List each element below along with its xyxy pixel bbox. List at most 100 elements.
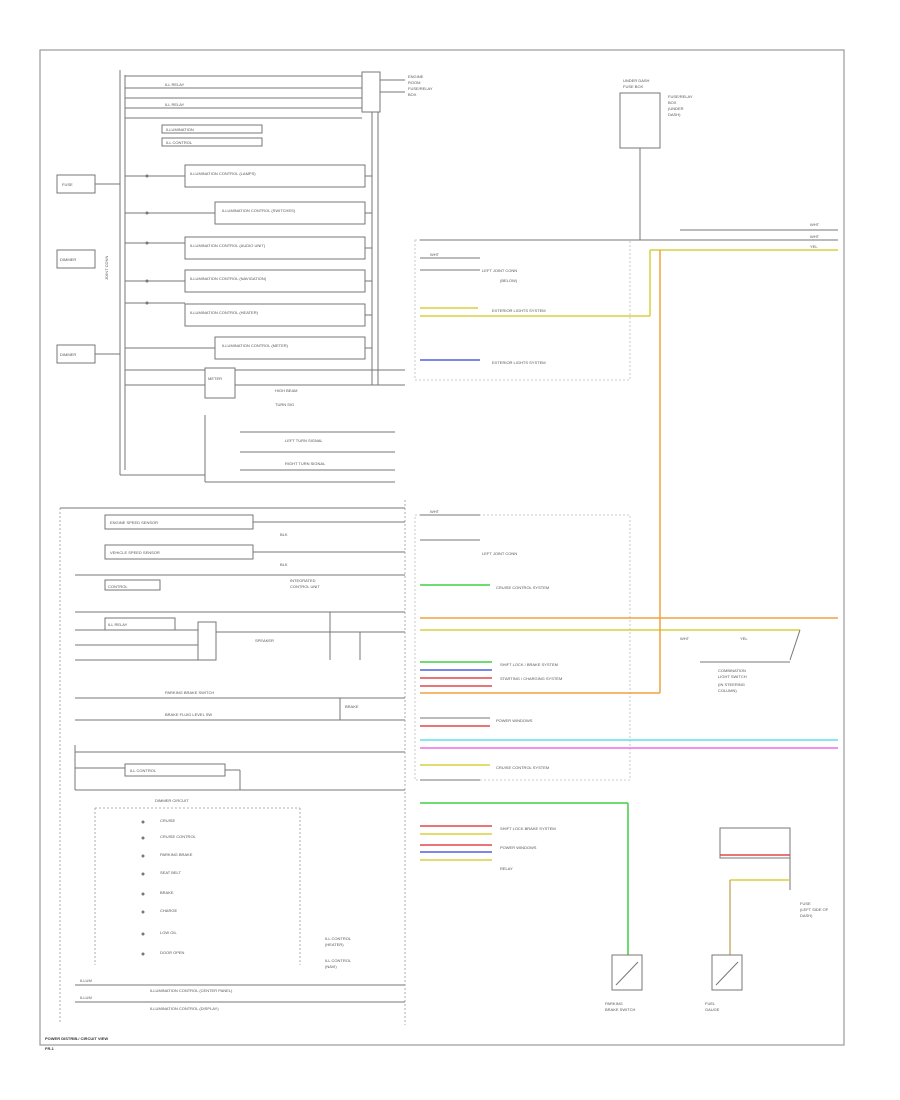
svg-text:FUEL: FUEL: [705, 1001, 716, 1006]
svg-text:LIGHT SWITCH: LIGHT SWITCH: [718, 674, 747, 679]
svg-text:WHT: WHT: [810, 234, 820, 239]
system-label-1: EXTERIOR LIGHTS SYSTEM: [492, 308, 546, 313]
system-label-3: CRUISE CONTROL SYSTEM: [496, 585, 549, 590]
svg-text:CHARGE: CHARGE: [160, 908, 177, 913]
svg-text:(BELOW): (BELOW): [500, 278, 518, 283]
module-label-5: ILLUMINATION CONTROL (HEATER): [190, 310, 259, 315]
svg-text:(NAVI): (NAVI): [325, 964, 337, 969]
system-label-9: POWER WINDOWS: [500, 845, 537, 850]
svg-text:BOX: BOX: [668, 100, 677, 105]
center-connector-upper: WHT LEFT JOINT CONN (BELOW) EXTERIOR LIG…: [414, 239, 650, 381]
svg-text:GAUGE: GAUGE: [705, 1007, 720, 1012]
svg-text:PARKING: PARKING: [605, 1001, 623, 1006]
system-label-5: STARTING / CHARGING SYSTEM: [500, 676, 562, 681]
module-label-2: ILLUMINATION CONTROL (SWITCHES): [222, 208, 296, 213]
diagram-border: [39, 49, 845, 1046]
svg-text:DIMMER: DIMMER: [60, 352, 76, 357]
svg-text:LEFT JOINT CONN: LEFT JOINT CONN: [482, 551, 517, 556]
upper-left-circuits: ENGINE ROOM FUSE/RELAY BOX ILL RELAY ILL…: [56, 70, 433, 483]
svg-text:BRAKE SWITCH: BRAKE SWITCH: [605, 1007, 636, 1012]
svg-text:ILLUMINATION CONTROL (CENTER P: ILLUMINATION CONTROL (CENTER PANEL): [150, 988, 233, 993]
svg-text:FUSE: FUSE: [62, 182, 73, 187]
svg-text:DASH): DASH): [800, 913, 813, 918]
center-connector-lower: WHT LEFT JOINT CONN CRUISE CONTROL SYSTE…: [414, 250, 838, 955]
svg-text:FUSE BOX: FUSE BOX: [623, 84, 644, 89]
svg-text:HIGH BEAM: HIGH BEAM: [275, 388, 297, 393]
svg-text:ILLUMINATION CONTROL (DISPLAY): ILLUMINATION CONTROL (DISPLAY): [150, 1006, 219, 1011]
svg-text:ILL CONTROL: ILL CONTROL: [166, 140, 193, 145]
svg-text:ILL RELAY: ILL RELAY: [108, 622, 128, 627]
svg-text:JOINT CONN: JOINT CONN: [104, 256, 109, 280]
svg-text:BLK: BLK: [280, 562, 288, 567]
svg-text:SPEAKER: SPEAKER: [255, 638, 274, 643]
lower-left-circuits: ENGINE SPEED SENSOR VEHICLE SPEED SENSOR…: [59, 507, 405, 1022]
svg-text:ENGINE: ENGINE: [408, 74, 424, 79]
svg-text:ILL CONTROL: ILL CONTROL: [130, 768, 157, 773]
system-label-6: POWER WINDOWS: [496, 718, 533, 723]
svg-text:ILL RELAY: ILL RELAY: [165, 102, 185, 107]
module-label-6: ILLUMINATION CONTROL (METER): [222, 343, 289, 348]
svg-text:METER: METER: [208, 376, 222, 381]
module-label-1: ILLUMINATION CONTROL (LAMPS): [190, 171, 256, 176]
sensor-label-3: PARKING BRAKE SWITCH: [165, 690, 214, 695]
svg-text:LOW OIL: LOW OIL: [160, 930, 177, 935]
svg-text:WHT: WHT: [430, 252, 440, 257]
svg-text:BLK: BLK: [280, 532, 288, 537]
system-label-8: SHIFT LOCK BRAKE SYSTEM: [500, 826, 556, 831]
svg-text:(HEATER): (HEATER): [325, 942, 344, 947]
module-label-4: ILLUMINATION CONTROL (NAVIGATION): [190, 276, 267, 281]
right-lower-components: COMBINATION LIGHT SWITCH (IN STEERING CO…: [605, 636, 829, 1012]
svg-text:LEFT JOINT CONN: LEFT JOINT CONN: [482, 268, 517, 273]
svg-text:PARKING BRAKE: PARKING BRAKE: [160, 852, 193, 857]
svg-text:CRUISE CONTROL: CRUISE CONTROL: [160, 834, 197, 839]
svg-text:COMBINATION: COMBINATION: [718, 668, 746, 673]
svg-text:CONTROL UNIT: CONTROL UNIT: [290, 584, 320, 589]
system-label-7: CRUISE CONTROL SYSTEM: [496, 765, 549, 770]
svg-text:DIMMER: DIMMER: [60, 257, 76, 262]
svg-text:YEL: YEL: [740, 636, 748, 641]
svg-text:ILL RELAY: ILL RELAY: [165, 82, 185, 87]
svg-text:BOX: BOX: [408, 92, 417, 97]
svg-text:FUSE: FUSE: [800, 901, 811, 906]
svg-text:ILL CONTROL: ILL CONTROL: [325, 958, 352, 963]
svg-text:WHT: WHT: [680, 636, 690, 641]
svg-text:(LEFT SIDE OF: (LEFT SIDE OF: [800, 907, 829, 912]
svg-text:LEFT TURN SIGNAL: LEFT TURN SIGNAL: [285, 438, 323, 443]
svg-text:DASH): DASH): [668, 112, 681, 117]
svg-text:YEL: YEL: [810, 244, 818, 249]
svg-text:SEAT BELT: SEAT BELT: [160, 870, 181, 875]
svg-text:DOOR OPEN: DOOR OPEN: [160, 950, 185, 955]
svg-text:BRAKE: BRAKE: [160, 890, 174, 895]
sensor-label-2: VEHICLE SPEED SENSOR: [110, 550, 160, 555]
svg-text:WHT: WHT: [810, 222, 820, 227]
page-marker: FR-1: [45, 1046, 55, 1051]
svg-text:(IN STEERING: (IN STEERING: [718, 682, 745, 687]
svg-text:ILLUM: ILLUM: [80, 995, 92, 1000]
svg-text:RIGHT TURN SIGNAL: RIGHT TURN SIGNAL: [285, 461, 326, 466]
svg-text:WHT: WHT: [430, 509, 440, 514]
system-label-4: SHIFT LOCK / BRAKE SYSTEM: [500, 662, 558, 667]
svg-text:INTEGRATED: INTEGRATED: [290, 578, 316, 583]
svg-text:UNDER DASH: UNDER DASH: [623, 78, 650, 83]
svg-text:ILLUMINATION: ILLUMINATION: [166, 127, 194, 132]
svg-text:ILLUM: ILLUM: [80, 978, 92, 983]
svg-text:(UNDER: (UNDER: [668, 106, 684, 111]
svg-text:DIMMER CIRCUIT: DIMMER CIRCUIT: [155, 798, 189, 803]
svg-text:ROOM: ROOM: [408, 80, 420, 85]
svg-text:CONTROL: CONTROL: [108, 584, 128, 589]
sensor-label-1: ENGINE SPEED SENSOR: [110, 520, 158, 525]
svg-text:TURN SIG: TURN SIG: [275, 402, 294, 407]
sensor-label-4: BRAKE FLUID LEVEL SW: [165, 712, 212, 717]
module-label-3: ILLUMINATION CONTROL (AUDIO UNIT): [190, 243, 266, 248]
footer-title: POWER DISTRIB./ CIRCUIT VIEW: [45, 1036, 108, 1041]
svg-text:FUSE/RELAY: FUSE/RELAY: [408, 86, 433, 91]
upper-right-fuse: UNDER DASH FUSE BOX FUSE/RELAY BOX (UNDE…: [619, 78, 838, 316]
svg-text:COLUMN): COLUMN): [718, 688, 737, 693]
svg-text:RELAY: RELAY: [500, 866, 513, 871]
svg-text:ILL CONTROL: ILL CONTROL: [325, 936, 352, 941]
svg-text:FUSE/RELAY: FUSE/RELAY: [668, 94, 693, 99]
svg-text:BRAKE: BRAKE: [345, 704, 359, 709]
svg-text:CRUISE: CRUISE: [160, 818, 175, 823]
system-label-2: EXTERIOR LIGHTS SYSTEM: [492, 360, 546, 365]
